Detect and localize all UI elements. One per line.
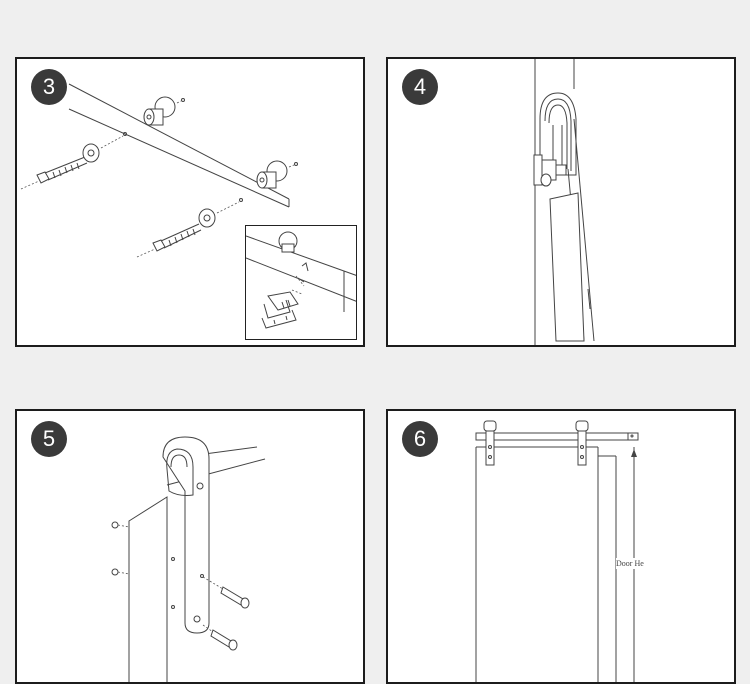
spacer-1 xyxy=(143,96,185,126)
door-panel xyxy=(475,446,599,682)
lag-bolt-2 xyxy=(136,198,243,258)
hanger-strap xyxy=(162,436,210,634)
step-5-panel: 5 xyxy=(15,409,365,684)
step-4-illustration xyxy=(533,59,595,345)
door-height-label: Door He xyxy=(616,558,644,569)
anti-jump-detail-inset xyxy=(245,225,357,340)
lag-bolt-1 xyxy=(20,132,127,190)
step-number-badge: 4 xyxy=(402,69,438,105)
step-number-badge: 3 xyxy=(31,69,67,105)
door-panel xyxy=(128,496,168,682)
step-6-illustration xyxy=(475,420,639,682)
rail xyxy=(475,432,639,441)
step-number-badge: 5 xyxy=(31,421,67,457)
roller-hanger xyxy=(539,92,577,176)
anti-jump-detail-illustration xyxy=(246,231,356,329)
hanger-left xyxy=(483,420,497,466)
hanger-right xyxy=(575,420,589,466)
step-6-panel: 6 Door He xyxy=(386,409,736,684)
step-5-illustration xyxy=(111,436,266,682)
step-number-badge: 6 xyxy=(402,421,438,457)
step-4-panel: 4 xyxy=(386,57,736,347)
step-3-panel: 3 xyxy=(15,57,365,347)
spacer-2 xyxy=(256,160,298,189)
screws xyxy=(111,521,250,651)
wall-spacer xyxy=(533,154,567,187)
step-3-illustration xyxy=(20,83,298,258)
